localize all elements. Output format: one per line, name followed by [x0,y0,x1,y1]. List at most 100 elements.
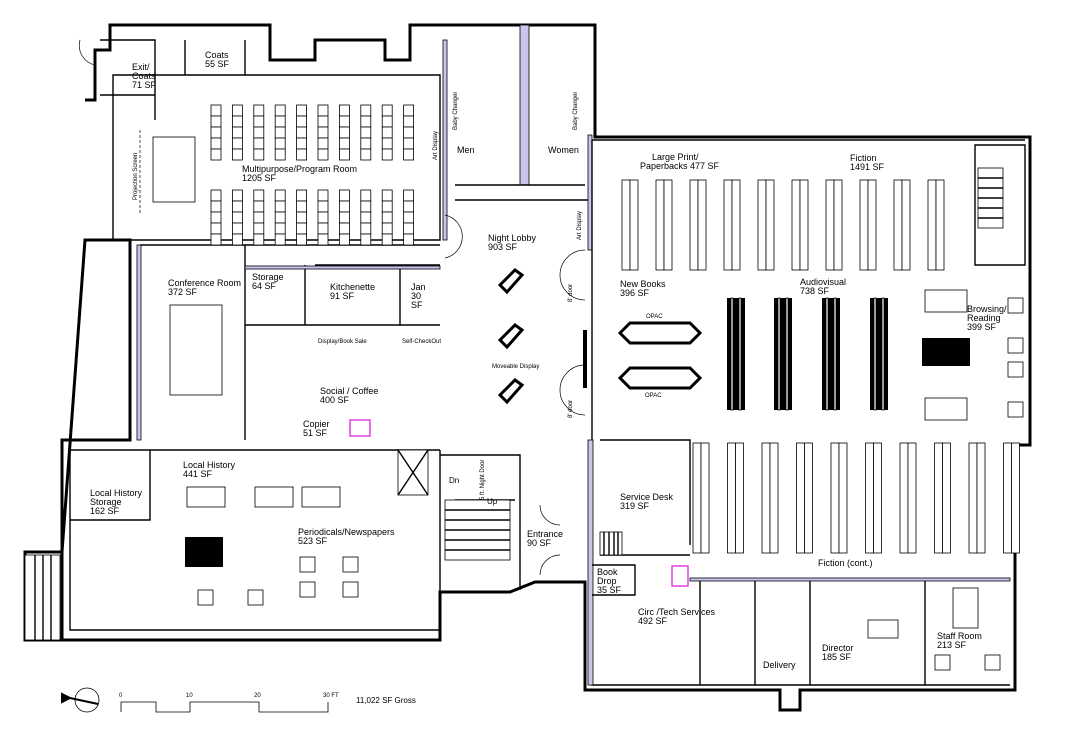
scale-tick: 0 [119,693,123,699]
room-book-drop-area: 35 SF [597,585,622,595]
chair [231,137,243,150]
chair [253,233,265,246]
av-shelf-line [785,297,789,411]
bookshelf [873,442,882,554]
chair [338,115,350,128]
art-display-label: Art Display [433,131,439,160]
chair [274,115,286,128]
chair [338,233,350,246]
room-social: Social / Coffee [320,386,378,396]
room-service-desk: Service Desk [620,492,674,502]
bookshelf [825,179,835,271]
chair [274,200,286,213]
room-coats-area: 55 SF [205,59,230,69]
room-browsing-area: 399 SF [967,322,997,332]
furniture [185,104,1024,671]
chair [253,148,265,161]
chair [403,200,415,213]
opac-station [617,321,703,345]
room-night-lobby: Night Lobby [488,233,537,243]
chair [317,211,329,224]
lounge-chair [342,556,359,573]
chair [296,137,308,150]
bookshelf [934,442,943,554]
opac-station [617,366,703,390]
chair [253,115,265,128]
av-shelf [822,298,840,410]
chair [317,222,329,235]
chair [253,211,265,224]
room-new-books: New Books [620,279,666,289]
chair [274,148,286,161]
night-door-label: 5 ft. Night Door [480,460,486,500]
stairs-up-label: Up [487,497,498,506]
bookshelf [859,179,869,271]
bookshelf [804,442,813,554]
chair [274,126,286,139]
stairs-down-label: Dn [449,476,459,485]
bookshelf [697,179,707,271]
chair [381,148,393,161]
lounge-chair [984,654,1001,671]
bookshelf [942,442,951,554]
chair [317,115,329,128]
bookshelf [976,442,986,554]
bookshelf [893,179,903,271]
room-jan-sf: SF [411,300,423,310]
bookshelf [867,179,877,271]
chair [274,233,286,246]
lounge-chair [1007,297,1024,314]
bookshelf [799,179,809,271]
room-lh-storage-2: Storage [90,497,122,507]
art-display-label: Art Display [577,211,583,240]
chair [210,200,222,213]
chair [317,137,329,150]
chair [360,222,372,235]
scale-tick: 10 [186,693,193,699]
baby-changer-label: Baby Changer [453,92,459,130]
moveable-displays [497,268,587,405]
chair [381,211,393,224]
chair [231,148,243,161]
reading-table [186,486,226,508]
chair [231,104,243,117]
room-audiovisual: Audiovisual [800,277,846,287]
room-storage-area: 64 SF [252,281,277,291]
room-circ-area: 492 SF [638,616,668,626]
chair [231,115,243,128]
room-director-area: 185 SF [822,652,852,662]
chair [296,233,308,246]
room-exit-coats-area: 71 SF [132,80,157,90]
reading-table [254,486,294,508]
interior-walls [69,24,1026,686]
reading-table [924,289,968,313]
scale-bar: 0 10 20 30 FT 11,022 SF Gross [119,693,416,713]
bookshelf [838,442,848,554]
projection-screen-label: Projection Screen [133,153,139,200]
door-label: 8' door [568,400,574,418]
north-arrow-icon [61,687,100,713]
chair [403,104,415,117]
room-local-history: Local History [183,460,236,470]
av-shelf-line [730,297,734,411]
chair [360,200,372,213]
chair [253,104,265,117]
av-shelf [774,298,792,410]
room-browsing-2: Reading [967,313,1001,323]
bookshelf [723,179,733,271]
display-book-sale-label: Display/Book Sale [318,339,367,345]
bookshelf [757,179,767,271]
av-shelf-line [777,297,781,411]
copier-icon [349,419,371,437]
chair [296,104,308,117]
reading-table [924,397,968,421]
bookshelf [899,442,909,554]
chair [210,233,222,246]
chair [253,200,265,213]
chair [403,222,415,235]
room-new-books-area: 396 SF [620,288,650,298]
annotations: Projection Screen Baby Changer Baby Chan… [133,92,663,506]
bookshelf [1003,442,1012,554]
room-fiction-area: 1491 SF [850,162,885,172]
